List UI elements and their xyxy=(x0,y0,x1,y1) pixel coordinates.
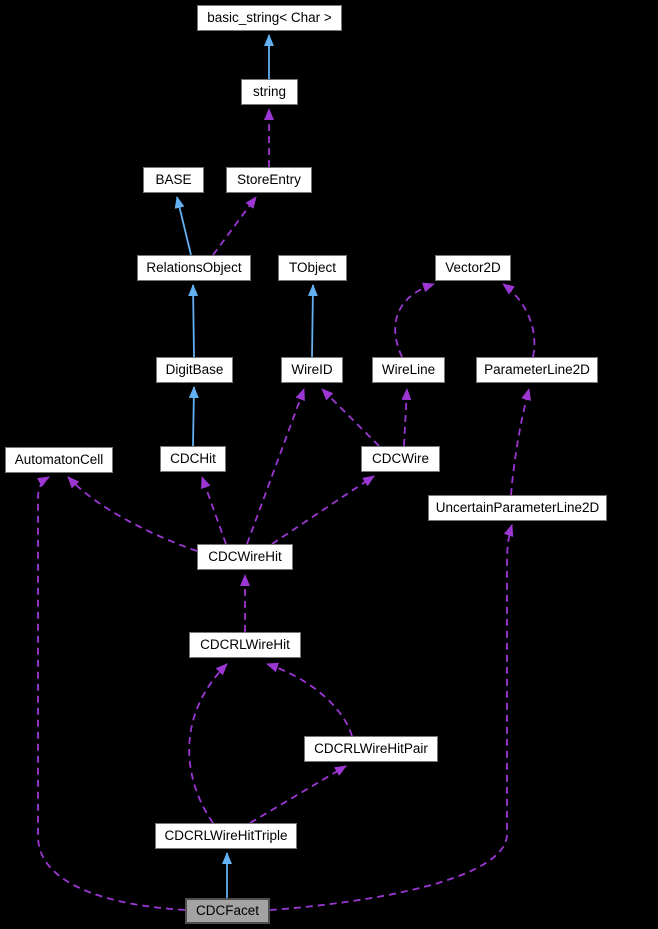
node-base[interactable]: BASE xyxy=(143,167,204,193)
node-cdcwirehit[interactable]: CDCWireHit xyxy=(197,544,293,570)
edge-digitbase-to-relationsobject xyxy=(188,284,199,358)
edge-uncertainparameterline2d-to-parameterline2d xyxy=(510,388,531,496)
node-cdcrlwirehittriple-label: CDCRLWireHitTriple xyxy=(164,828,288,844)
node-cdcwirehit-label: CDCWireHit xyxy=(208,549,282,565)
edge-cdcfacet-to-uncertainparameterline2d xyxy=(269,524,514,911)
node-parameterline2d-label: ParameterLine2D xyxy=(484,362,590,378)
edge-relationsobject-to-base xyxy=(174,196,192,256)
edge-cdcfacet-to-automatoncell xyxy=(36,476,186,911)
edge-parameterline2d-to-vector2d xyxy=(502,283,536,358)
edge-wireid-to-tobject xyxy=(307,284,318,358)
node-cdchit[interactable]: CDCHit xyxy=(160,446,226,472)
node-vector2d-label: Vector2D xyxy=(445,260,501,276)
edge-cdcwirehit-to-cdcwire xyxy=(271,475,375,545)
edge-cdcwirehit-to-automatoncell xyxy=(67,476,198,552)
node-cdcwire-label: CDCWire xyxy=(372,451,429,467)
node-wireline[interactable]: WireLine xyxy=(372,357,445,383)
node-cdcwire[interactable]: CDCWire xyxy=(361,446,440,472)
edge-relationsobject-to-storeentry xyxy=(212,196,257,256)
node-uncertainparameterline2d[interactable]: UncertainParameterLine2D xyxy=(428,495,607,521)
node-uncertainparameterline2d-label: UncertainParameterLine2D xyxy=(435,500,600,516)
edge-cdcrlwirehittriple-to-cdcrlwirehitpair xyxy=(249,765,347,824)
node-basic-string-label: basic_string< Char > xyxy=(207,10,332,26)
node-basic-string[interactable]: basic_string< Char > xyxy=(197,5,342,31)
edge-cdcwirehit-to-cdchit xyxy=(201,476,227,545)
node-storeentry[interactable]: StoreEntry xyxy=(226,167,312,193)
node-wireid[interactable]: WireID xyxy=(281,357,343,383)
node-tobject[interactable]: TObject xyxy=(278,255,347,281)
node-base-label: BASE xyxy=(155,172,192,188)
edge-cdcwirehit-to-wireid xyxy=(246,388,305,545)
node-cdcrlwirehit-label: CDCRLWireHit xyxy=(200,637,290,653)
node-cdcrlwirehit[interactable]: CDCRLWireHit xyxy=(189,632,301,658)
edge-cdcwire-to-wireid xyxy=(321,388,380,447)
node-automatoncell[interactable]: AutomatonCell xyxy=(5,447,113,473)
node-cdchit-label: CDCHit xyxy=(170,451,216,467)
node-string[interactable]: string xyxy=(241,79,298,105)
node-cdcrlwirehittriple[interactable]: CDCRLWireHitTriple xyxy=(155,823,297,849)
node-automatoncell-label: AutomatonCell xyxy=(14,452,104,468)
edge-cdchit-to-digitbase xyxy=(188,386,199,447)
edge-cdcrlwirehittriple-to-cdcrlwirehit xyxy=(188,663,228,824)
node-cdcrlwirehitpair[interactable]: CDCRLWireHitPair xyxy=(304,736,438,762)
node-cdcrlwirehitpair-label: CDCRLWireHitPair xyxy=(314,741,428,757)
node-storeentry-label: StoreEntry xyxy=(237,172,301,188)
node-wireline-label: WireLine xyxy=(381,362,436,378)
node-parameterline2d[interactable]: ParameterLine2D xyxy=(476,357,598,383)
node-tobject-label: TObject xyxy=(288,260,337,276)
node-cdcfacet-current: CDCFacet xyxy=(185,898,270,924)
edge-wireline-to-vector2d xyxy=(394,282,435,358)
node-wireid-label: WireID xyxy=(291,362,333,378)
node-vector2d[interactable]: Vector2D xyxy=(435,255,511,281)
node-string-label: string xyxy=(252,84,286,100)
node-relationsobject-label: RelationsObject xyxy=(146,260,242,276)
node-relationsobject[interactable]: RelationsObject xyxy=(137,255,251,281)
node-digitbase-label: DigitBase xyxy=(165,362,224,378)
edge-cdcwire-to-wireline xyxy=(401,388,412,447)
node-digitbase[interactable]: DigitBase xyxy=(156,357,233,383)
edge-cdcrlwirehitpair-to-cdcrlwirehit xyxy=(266,662,353,737)
node-cdcfacet-label: CDCFacet xyxy=(195,903,259,919)
